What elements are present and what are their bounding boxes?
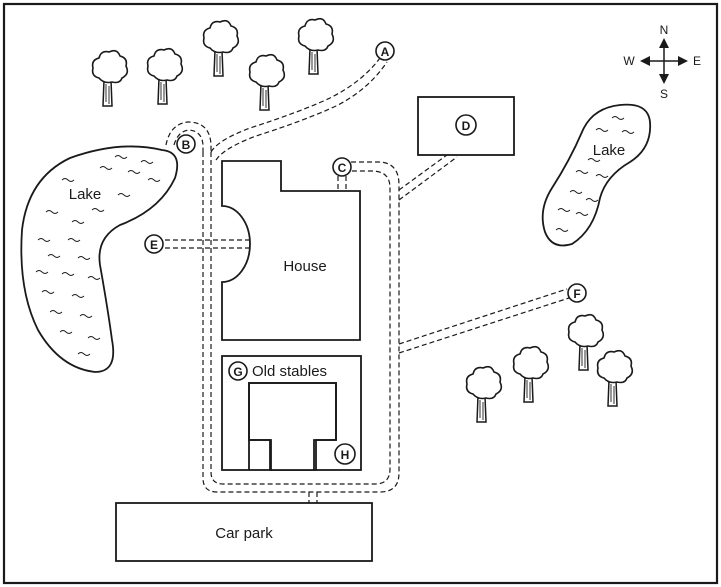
lake-west-shape — [20, 145, 179, 373]
tree-icon — [146, 47, 184, 105]
compass-arrow-east — [678, 56, 688, 66]
lake-west-label: Lake — [69, 186, 102, 203]
car-park-label: Car park — [215, 525, 273, 542]
compass-w: W — [623, 54, 635, 68]
compass-arrow-west — [640, 56, 650, 66]
marker-a: A — [375, 41, 395, 61]
marker-f: F — [567, 283, 587, 303]
tree-icon — [297, 17, 335, 75]
trees — [91, 17, 634, 423]
tree-icon — [91, 49, 129, 107]
tree-icon — [248, 53, 286, 111]
path-loop-outer — [202, 152, 400, 493]
lake-east-waves — [555, 116, 635, 232]
marker-f-letter: F — [573, 287, 580, 301]
marker-d-letter: D — [462, 119, 471, 133]
footpaths — [165, 57, 570, 503]
car-park — [115, 502, 373, 562]
tree-icon — [512, 345, 550, 403]
compass-rose: N S W E — [623, 23, 701, 101]
stables-label: Old stables — [252, 363, 327, 380]
tree-icon — [596, 349, 634, 407]
marker-g-letter: G — [233, 365, 242, 379]
marker-b-letter: B — [182, 138, 191, 152]
path-b-loop-inner — [173, 129, 204, 152]
house-outline — [221, 160, 361, 341]
marker-h: H — [334, 443, 356, 465]
compass-arrow-north — [659, 38, 669, 48]
path-loop-inner — [210, 152, 391, 485]
path-to-a-2 — [215, 61, 388, 161]
marker-h-letter: H — [341, 448, 350, 462]
stables-u-shape — [248, 382, 337, 470]
path-to-d — [398, 151, 452, 191]
marker-e-letter: E — [150, 238, 158, 252]
marker-c: C — [332, 157, 352, 177]
marker-d: D — [455, 114, 477, 136]
compass-s: S — [660, 87, 668, 101]
tree-icon — [567, 313, 605, 371]
lake-east-label: Lake — [593, 142, 626, 159]
house-label: House — [283, 258, 326, 275]
marker-a-letter: A — [381, 45, 390, 59]
lake-east: Lake — [541, 103, 652, 247]
path-to-f — [398, 288, 568, 345]
marker-g: G — [228, 361, 248, 381]
tree-icon — [465, 365, 503, 423]
marker-b: B — [176, 134, 196, 154]
lake-west: Lake — [20, 145, 179, 373]
marker-e: E — [144, 234, 164, 254]
path-to-f-2 — [398, 297, 570, 354]
path-to-d-2 — [398, 156, 458, 201]
compass-arrow-south — [659, 74, 669, 84]
compass-e: E — [693, 54, 701, 68]
path-to-a — [210, 57, 381, 153]
marker-c-letter: C — [338, 161, 347, 175]
path-b-loop — [165, 121, 212, 152]
lake-west-waves — [35, 155, 161, 356]
tree-icon — [202, 19, 240, 77]
compass-n: N — [660, 23, 669, 37]
